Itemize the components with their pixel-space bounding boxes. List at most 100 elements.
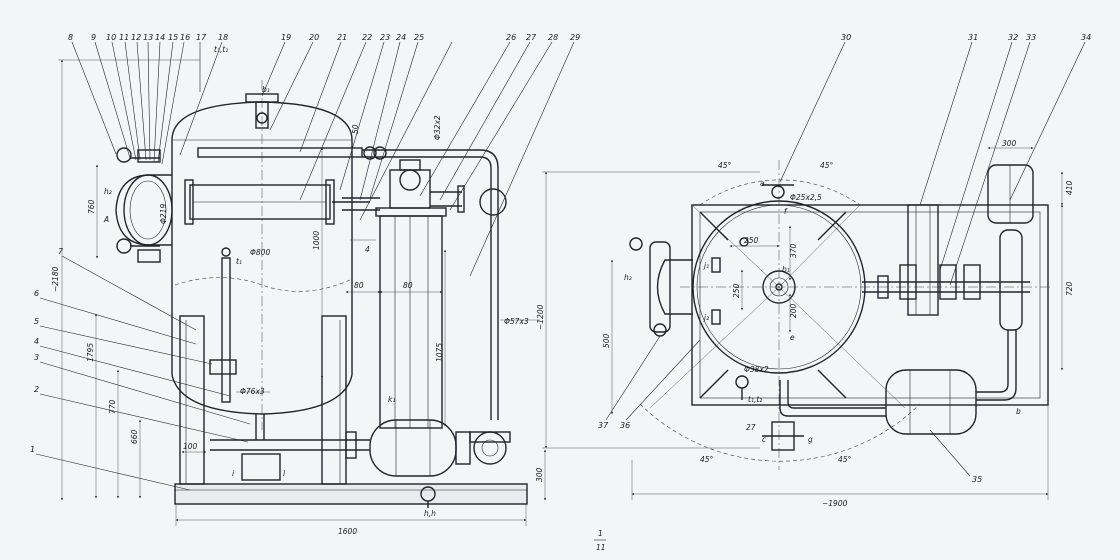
dim-50: 50 xyxy=(351,124,360,134)
dim-500: 500 xyxy=(602,333,611,348)
pos-3: 3 xyxy=(34,353,39,362)
support-leg-left xyxy=(179,315,205,485)
strainer-pipe xyxy=(189,184,331,220)
label-t1t1: t₁,t₁ xyxy=(214,45,228,54)
plan-manhole xyxy=(656,259,693,315)
plan-view-labels: 30 31 32 33 34 35 36 37 45° 45° 45° 45° … xyxy=(536,33,1091,508)
pos-32: 32 xyxy=(1008,33,1018,42)
sheet-mark-bottom: 11 xyxy=(596,543,606,552)
pos-11: 11 xyxy=(119,33,129,42)
label-hh: h,h xyxy=(424,509,436,518)
pos-27: 27 xyxy=(526,33,537,42)
dim-100: 100 xyxy=(183,442,198,451)
dim-200: 200 xyxy=(789,303,798,318)
label-t1: t₁ xyxy=(236,257,242,266)
dim-1795: 1795 xyxy=(86,343,95,362)
label-dia-219: Φ219 xyxy=(159,204,168,224)
pos-9: 9 xyxy=(91,33,96,42)
label-j1: j₁ xyxy=(703,261,709,270)
dim-80-b: 80 xyxy=(403,281,413,290)
pump xyxy=(473,431,507,465)
top-pipe xyxy=(197,147,363,158)
dim-660: 660 xyxy=(130,429,139,444)
pos-37: 37 xyxy=(598,421,609,430)
label-dia-800: Φ800 xyxy=(250,248,270,257)
dim-250-b: 250 xyxy=(732,283,741,298)
pos-15: 15 xyxy=(168,33,178,42)
pos-20: 20 xyxy=(309,33,319,42)
air-vessel xyxy=(479,188,507,216)
label-a: a xyxy=(760,179,765,188)
pos-30: 30 xyxy=(841,33,851,42)
dim-45-bl: 45° xyxy=(700,455,714,464)
pos-18: 18 xyxy=(218,33,228,42)
pos-19: 19 xyxy=(281,33,291,42)
label-f: f xyxy=(784,207,788,216)
pos-26: 26 xyxy=(506,33,516,42)
pos-12: 12 xyxy=(131,33,141,42)
pos-25: 25 xyxy=(414,33,424,42)
pos-1: 1 xyxy=(30,445,35,454)
label-l: l xyxy=(283,469,286,478)
label-k1: k₁ xyxy=(388,395,395,404)
dim-27: 27 xyxy=(746,423,756,432)
dim-300-right: 300 xyxy=(535,467,544,482)
pos-16: 16 xyxy=(180,33,190,42)
pos-36: 36 xyxy=(620,421,630,430)
pos-10: 10 xyxy=(106,33,116,42)
pos-4: 4 xyxy=(34,337,39,346)
label-dia-38x2: Φ38х2 xyxy=(744,365,769,374)
label-h2: h₂ xyxy=(104,187,112,196)
label-j2: j₂ xyxy=(703,313,709,322)
label-dia-32x2: Φ32х2 xyxy=(433,115,442,140)
label-dia-25x25: Φ25х2,5 xyxy=(790,193,822,202)
label-b: b xyxy=(1016,407,1021,416)
plan-view xyxy=(542,41,1086,500)
label-b1-plan: b₁ xyxy=(782,265,790,274)
sheet-mark: 1 11 xyxy=(594,529,606,552)
label-e: e xyxy=(790,333,795,342)
label-h2-plan: h₂ xyxy=(624,273,632,282)
pos-33: 33 xyxy=(1026,33,1036,42)
dim-300-plan: 300 xyxy=(1002,139,1017,148)
dim-1600: 1600 xyxy=(338,527,357,536)
dim-45-tl: 45° xyxy=(718,161,732,170)
manhole-left xyxy=(115,174,172,246)
dim-1900: ~1900 xyxy=(822,499,848,508)
dim-45-br: 45° xyxy=(838,455,852,464)
pos-5: 5 xyxy=(34,317,39,326)
pos-35: 35 xyxy=(972,475,982,484)
dim-410: 410 xyxy=(1065,180,1074,195)
label-A: A xyxy=(103,215,109,224)
plan-motor xyxy=(987,164,1034,224)
dim-overall-height: ~2180 xyxy=(51,266,60,292)
dim-250-a: 250 xyxy=(744,236,759,245)
pos-29: 29 xyxy=(570,33,580,42)
pos-8: 8 xyxy=(68,33,73,42)
pos-34: 34 xyxy=(1081,33,1091,42)
dim-760: 760 xyxy=(87,199,96,214)
dim-45-tr: 45° xyxy=(820,161,834,170)
dim-1000: 1000 xyxy=(312,231,321,250)
label-t1t2: t₁,t₂ xyxy=(748,395,762,404)
label-c: c xyxy=(762,435,767,444)
label-b1: b₁ xyxy=(262,85,270,94)
pos-2: 2 xyxy=(34,385,39,394)
dim-370: 370 xyxy=(789,243,798,258)
pos-7: 7 xyxy=(58,247,64,256)
plan-pump xyxy=(885,369,977,435)
label-g: g xyxy=(808,435,813,444)
dim-770: 770 xyxy=(108,399,117,414)
plan-frame xyxy=(691,204,1049,406)
front-view-labels: 8 9 10 11 12 13 14 15 16 17 18 19 20 21 … xyxy=(30,33,580,536)
pos-22: 22 xyxy=(362,33,372,42)
dim-1200: ~1200 xyxy=(536,304,545,330)
pos-24: 24 xyxy=(396,33,406,42)
pos-31: 31 xyxy=(968,33,978,42)
label-dia-57x3: Φ57х3 xyxy=(504,317,529,326)
dim-720: 720 xyxy=(1065,281,1074,296)
dim-1075: 1075 xyxy=(435,343,444,362)
dim-80-a: 80 xyxy=(354,281,364,290)
support-leg-right xyxy=(321,315,347,485)
